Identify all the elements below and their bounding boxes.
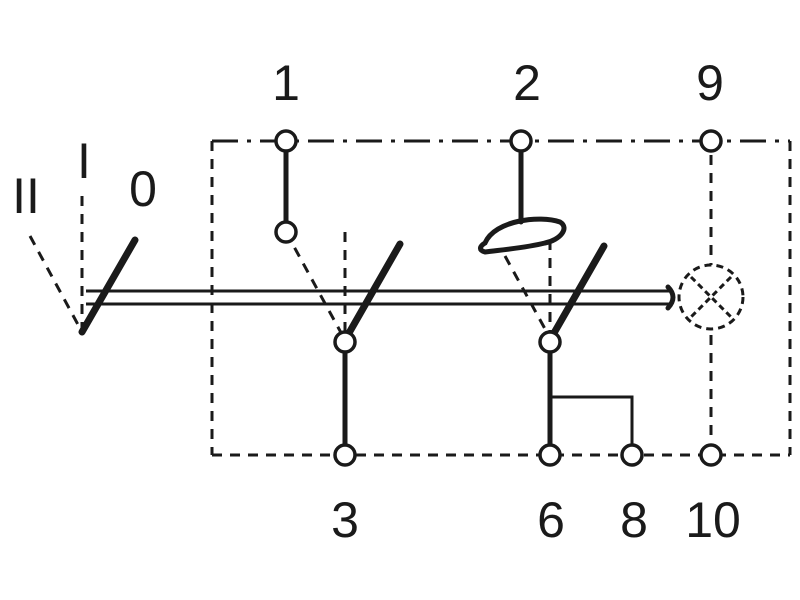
- contact-blade-right: [546, 242, 608, 344]
- contact-2-spring-contact: [478, 216, 567, 255]
- indicator-lamp: [677, 263, 745, 331]
- terminal-3: [333, 443, 357, 467]
- contact-1-dashed-path: [284, 231, 347, 341]
- terminal-2: [509, 129, 533, 153]
- terminal-1: [274, 129, 298, 153]
- terminal-label-1: 1: [272, 55, 300, 111]
- actuator-rod: [86, 284, 676, 311]
- position-0-blade: [78, 236, 139, 336]
- terminal-8: [620, 443, 644, 467]
- actuator-rod-end-cap: [665, 284, 676, 311]
- position-ii-dashed-line: [28, 235, 84, 333]
- terminal-label-8: 8: [620, 492, 648, 548]
- terminal-label-3: 3: [331, 492, 359, 548]
- lever-positions: [28, 196, 139, 336]
- terminal-label-10: 10: [685, 492, 741, 548]
- position-label-ii: II: [12, 168, 40, 224]
- contact-2-6: [478, 138, 634, 458]
- contact-1-3: [283, 138, 404, 458]
- terminal-label-9: 9: [696, 55, 724, 111]
- wire-6-to-8-bridge: [550, 395, 634, 455]
- terminals: [274, 129, 723, 467]
- contact-pivot-6: [538, 330, 562, 354]
- terminal-6: [538, 443, 562, 467]
- terminal-9: [699, 129, 723, 153]
- contact-pivot-1: [274, 220, 298, 244]
- contact-pivot-3: [333, 330, 357, 354]
- position-label-0: 0: [129, 161, 157, 217]
- contact-blade-left: [341, 240, 404, 344]
- terminal-label-6: 6: [537, 492, 565, 548]
- position-label-i: I: [77, 133, 91, 189]
- terminal-label-2: 2: [513, 55, 541, 111]
- lamp-icon: [677, 263, 745, 331]
- switch-housing: [210, 139, 792, 457]
- contact-2-dashed-path: [503, 255, 552, 339]
- terminal-10: [699, 443, 723, 467]
